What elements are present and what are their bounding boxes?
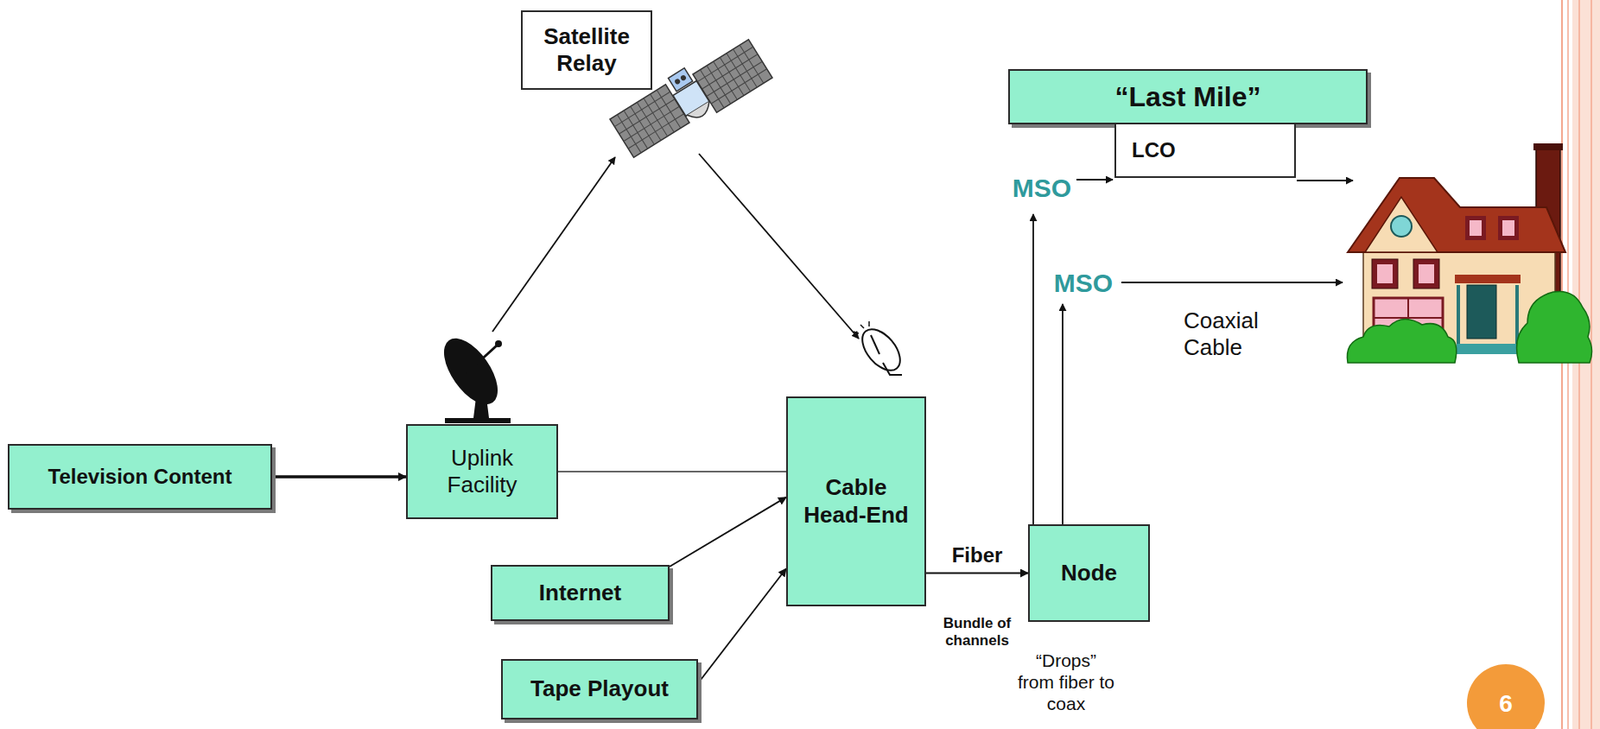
feed-arrow xyxy=(1061,304,1064,525)
mso-label: MSO xyxy=(1048,267,1118,299)
note-label: Bundle of channels xyxy=(927,615,1027,651)
side-bar xyxy=(1561,0,1600,729)
internet-box: Internet xyxy=(490,565,670,622)
lco-to-home-arrow xyxy=(1296,179,1353,182)
uplink-dish-icon xyxy=(433,329,511,424)
box-text: Satellite Relay xyxy=(531,23,642,77)
mso-label: MSO xyxy=(1007,172,1077,204)
box-text: Uplink Facility xyxy=(426,444,538,499)
playout-box: Tape Playout xyxy=(501,659,699,720)
last-mile-band: “Last Mile” xyxy=(1008,69,1368,125)
uplink-arrow xyxy=(492,157,616,332)
connector xyxy=(698,568,787,684)
feed-arrow xyxy=(1032,214,1035,525)
box-text: LCO xyxy=(1131,138,1176,164)
page-number: 6 xyxy=(1484,689,1528,719)
content-box: Television Content xyxy=(7,444,273,510)
connector xyxy=(558,470,787,473)
downlink-arrow xyxy=(698,153,859,339)
box-text: Tape Playout xyxy=(530,675,669,703)
medium-label: Coaxial Cable xyxy=(1183,307,1281,362)
uplink-box: Uplink Facility xyxy=(406,424,559,520)
connector xyxy=(272,475,407,479)
mso-to-lco-arrow xyxy=(1076,178,1113,181)
connector xyxy=(669,497,787,567)
node-box: Node xyxy=(1028,524,1150,623)
box-text: Internet xyxy=(539,579,622,607)
box-text: Television Content xyxy=(48,464,233,490)
page-number-badge xyxy=(1466,664,1545,729)
box-text: “Last Mile” xyxy=(1115,80,1262,114)
box-text: Cable Head-End xyxy=(798,474,915,528)
connector xyxy=(926,572,1029,575)
house-icon xyxy=(1346,143,1592,363)
relay-box: Satellite Relay xyxy=(520,10,653,90)
box-text: Node xyxy=(1060,559,1118,587)
head-end-box: Cable Head-End xyxy=(786,396,927,607)
connector-label: Fiber xyxy=(949,543,1006,569)
lco-box: LCO xyxy=(1114,122,1296,178)
coax-arrow xyxy=(1121,281,1343,284)
note-label: “Drops” from fiber to coax xyxy=(1015,649,1117,716)
receiver-dish-icon xyxy=(853,321,908,378)
